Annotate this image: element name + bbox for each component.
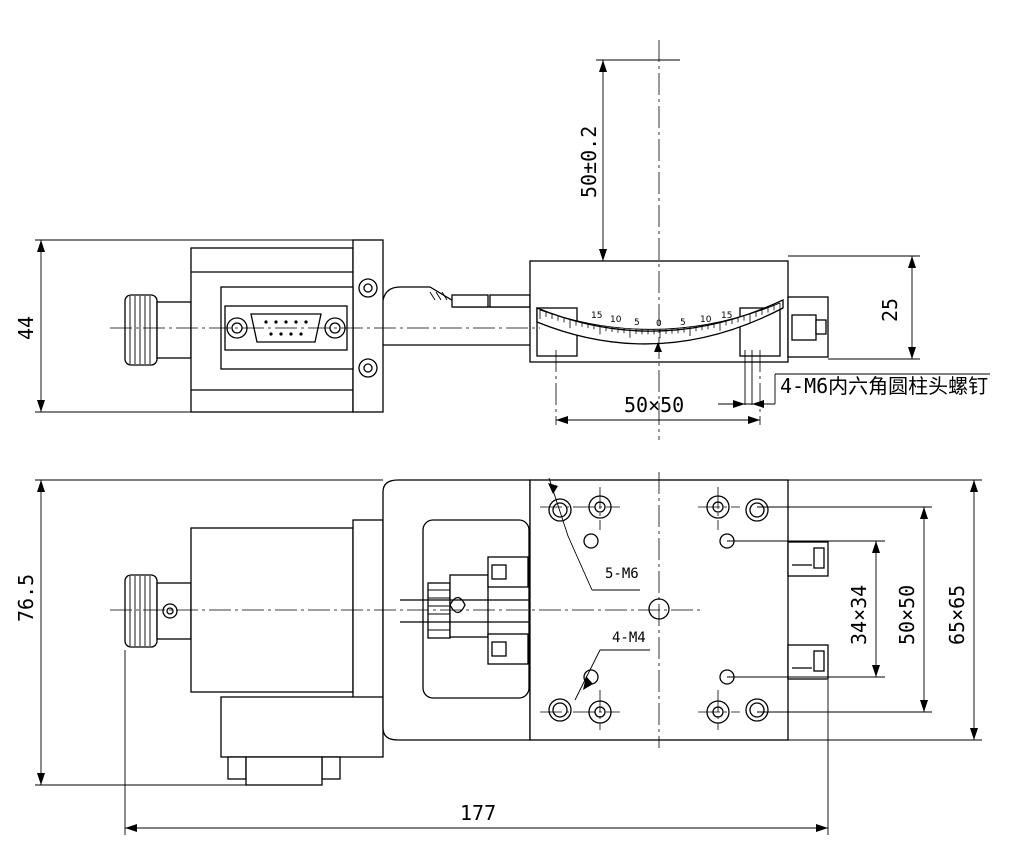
scale-tick-label: 5 [680,318,686,328]
dim-hole-pitch-inner: 34×34 [847,585,871,645]
dim-length-total: 177 [460,801,496,825]
scale-tick-label: 5 [634,318,640,328]
label-mount-screws: 4-M6内六角圆柱头螺钉 [780,374,988,398]
dim-table-height: 25 [878,298,902,322]
scale-tick-label: 10 [700,315,712,325]
side-view: 15 10 5 0 5 10 15 44 50±0.2 25 [14,40,990,440]
top-view: 76.5 177 34×34 50×50 65×65 5-M [14,472,982,835]
scale-tick-label: 15 [591,311,602,321]
dim-table-size: 50×50 [624,393,684,417]
knob-icon [124,294,158,366]
dim-table-outer: 65×65 [945,585,969,645]
dim-height-side: 44 [14,316,38,340]
angle-scale [539,303,781,339]
scale-tick-label: 10 [610,315,622,325]
label-holes-m4: 4-M4 [612,630,646,646]
dim-width-top: 76.5 [14,574,38,622]
dim-hole-pitch-mid: 50×50 [895,585,919,645]
label-holes-m6: 5-M6 [605,566,639,582]
dim-travel: 50±0.2 [577,126,601,198]
scale-tick-label: 15 [721,311,732,321]
